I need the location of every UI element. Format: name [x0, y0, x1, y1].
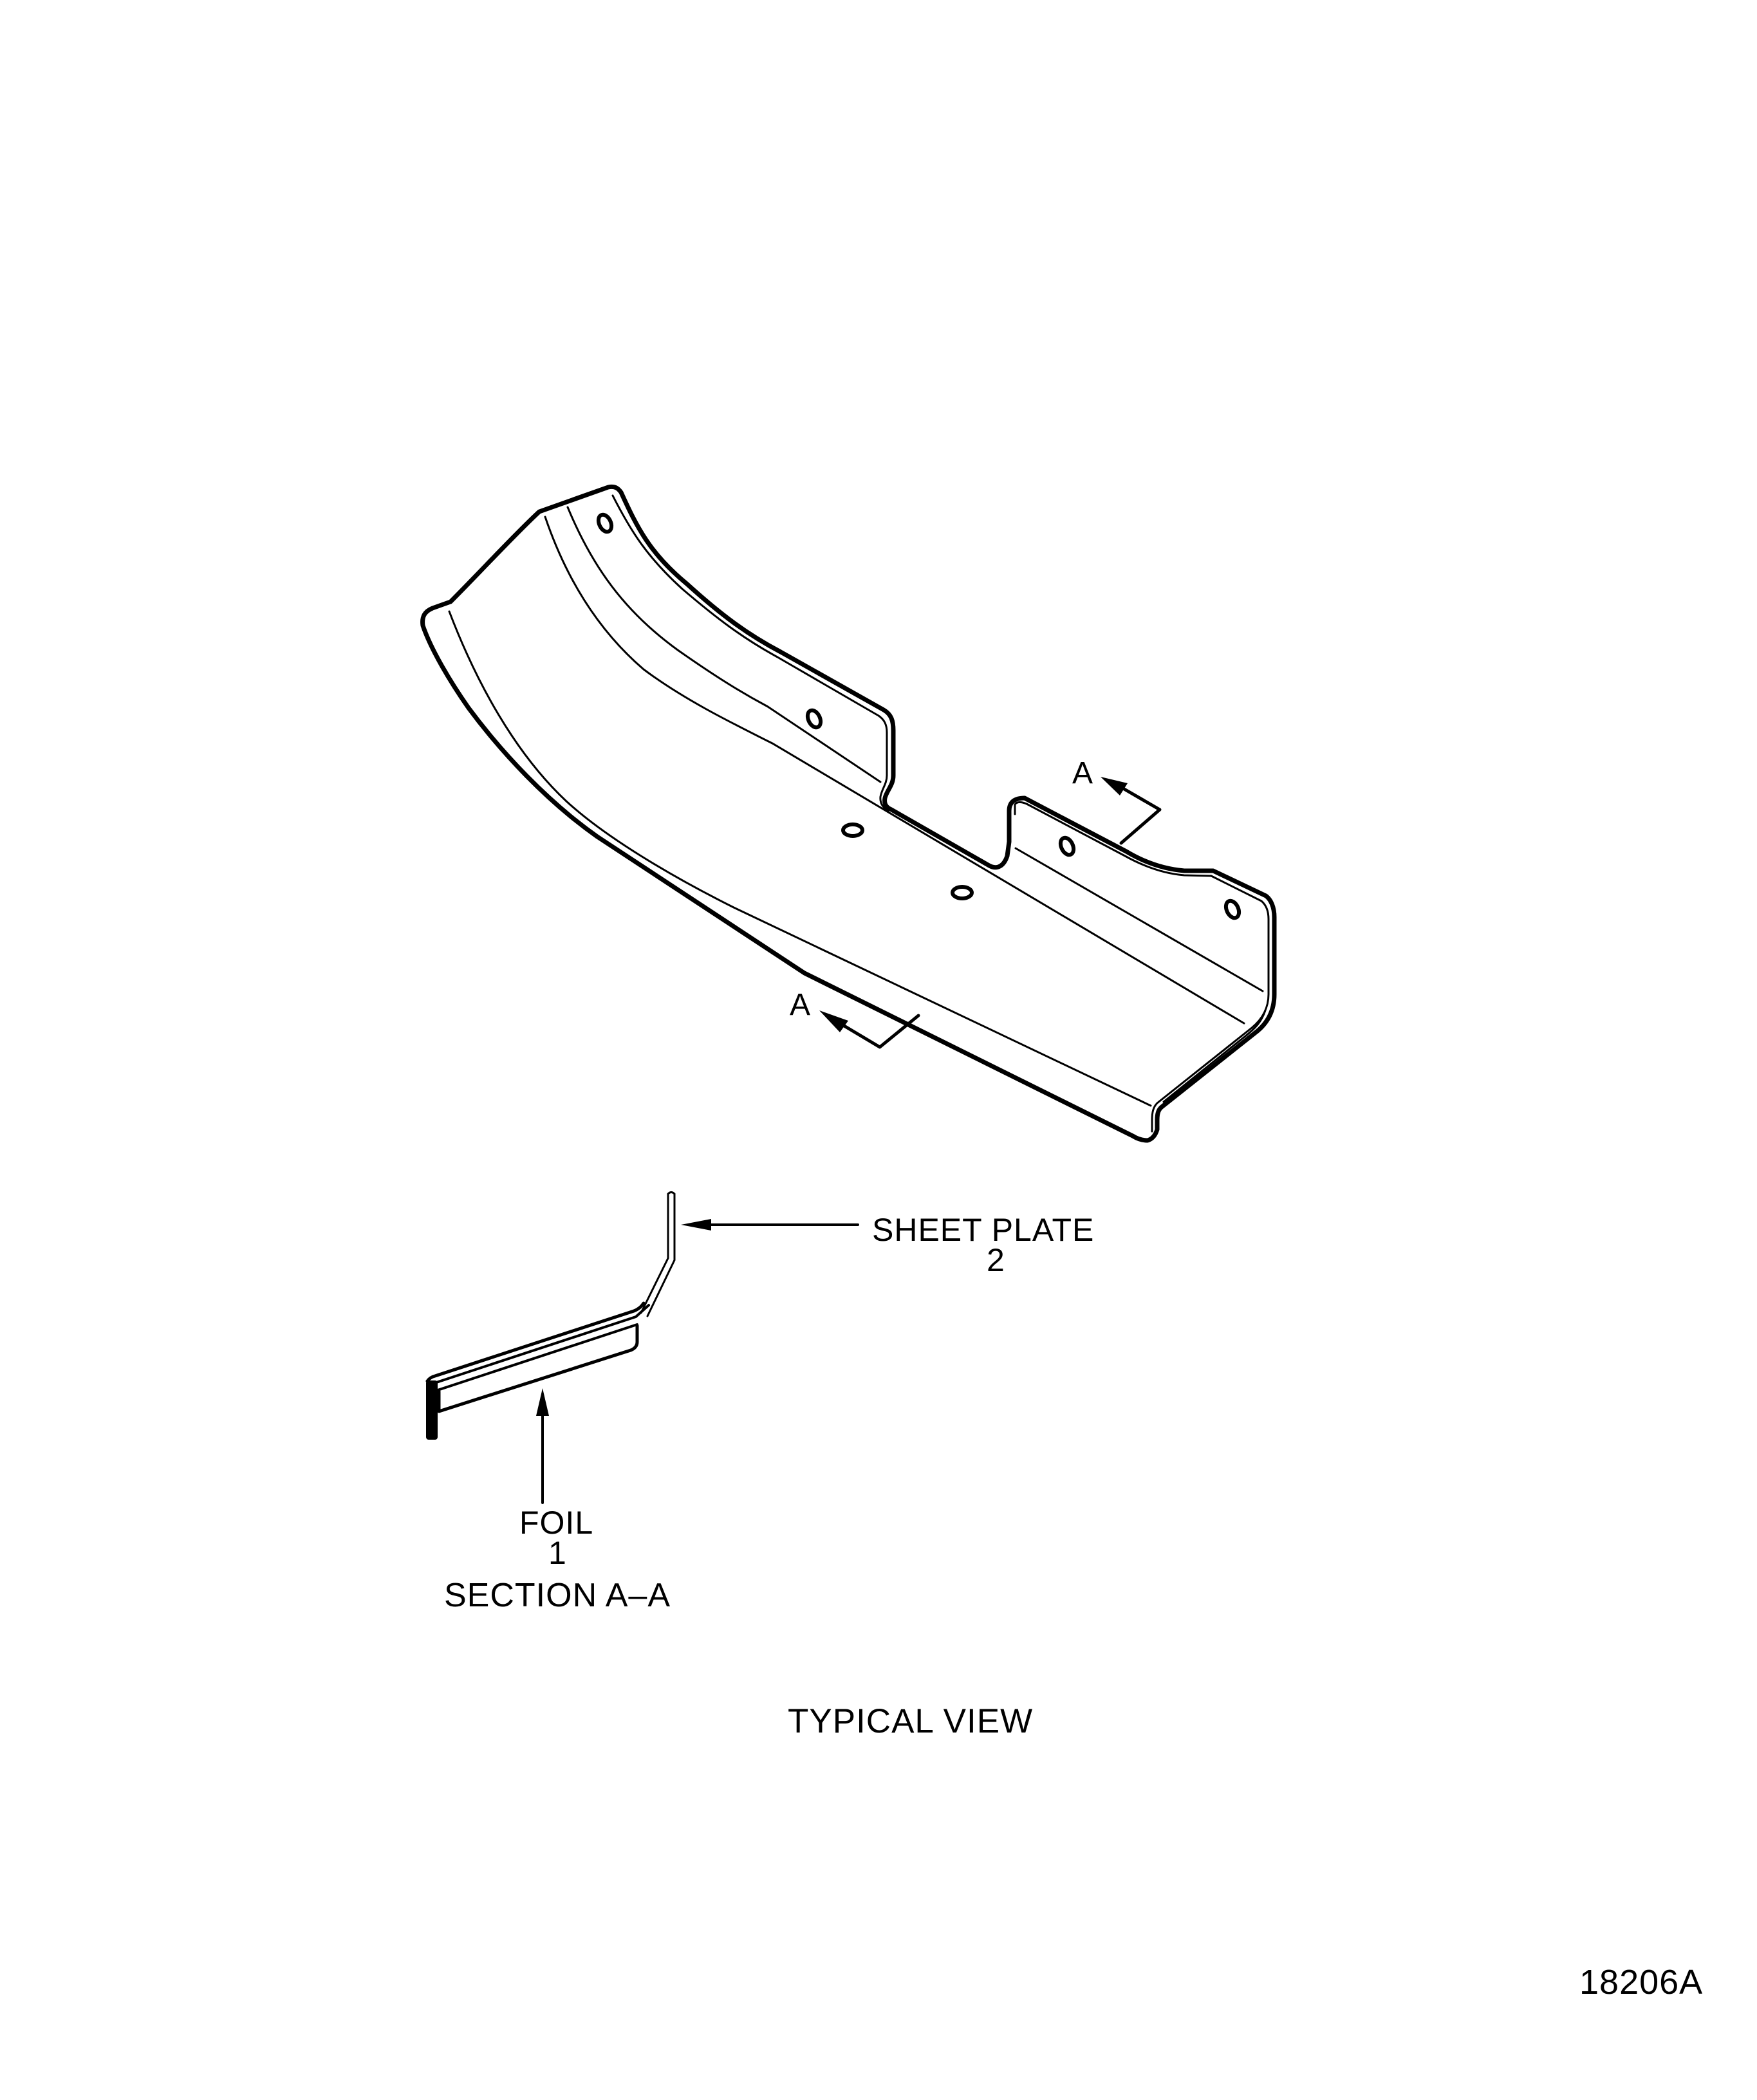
foil-body — [437, 1324, 639, 1413]
callout-foil-number: 1 — [548, 1535, 567, 1571]
bend-line-4 — [1014, 847, 1264, 992]
view-title: TYPICAL VIEW — [788, 1702, 1034, 1740]
mounting-hole-1 — [596, 512, 614, 534]
arrow-icon — [536, 1388, 549, 1416]
mounting-hole-2 — [805, 708, 823, 730]
right-flange-rim-2 — [1162, 1009, 1267, 1103]
section-title: SECTION A–A — [444, 1577, 671, 1614]
mounting-hole-6 — [1223, 898, 1241, 920]
mounting-hole-5 — [1058, 835, 1076, 857]
callout-foil-name: FOIL — [519, 1505, 594, 1541]
upper-flange-rim — [611, 494, 889, 812]
left-flange — [426, 1380, 438, 1440]
arrow-icon — [819, 1010, 848, 1032]
foil-layer-3 — [436, 1323, 638, 1391]
callout-sheet-plate-number: 2 — [987, 1242, 1005, 1278]
arrow-icon — [1101, 777, 1128, 795]
bend-line-2 — [544, 516, 1245, 1025]
arrow-icon — [681, 1219, 711, 1231]
part-isometric-view — [420, 484, 1277, 1143]
section-marker-letter-lower: A — [790, 988, 812, 1022]
bend-line-3 — [566, 506, 882, 783]
mounting-hole-3 — [841, 822, 864, 838]
section-cut-line-upper — [1119, 786, 1162, 845]
section-cut-line-lower — [841, 1014, 920, 1049]
section-view — [425, 1191, 859, 1504]
part-outline — [420, 484, 1277, 1143]
foil-layer-1 — [425, 1301, 646, 1383]
bend-line-1 — [448, 610, 1152, 1107]
sheet-plate-profile — [640, 1191, 676, 1317]
figure-id: 18206A — [1579, 1963, 1704, 2002]
foil-layer-2 — [431, 1304, 650, 1385]
right-tab-rim — [1014, 801, 1270, 1133]
section-marker-lower — [819, 1010, 920, 1049]
callout-sheet-plate-name: SHEET PLATE — [872, 1212, 1095, 1248]
mounting-hole-4 — [951, 885, 974, 900]
section-marker-upper — [1101, 777, 1162, 845]
section-marker-letter-upper: A — [1072, 756, 1094, 790]
